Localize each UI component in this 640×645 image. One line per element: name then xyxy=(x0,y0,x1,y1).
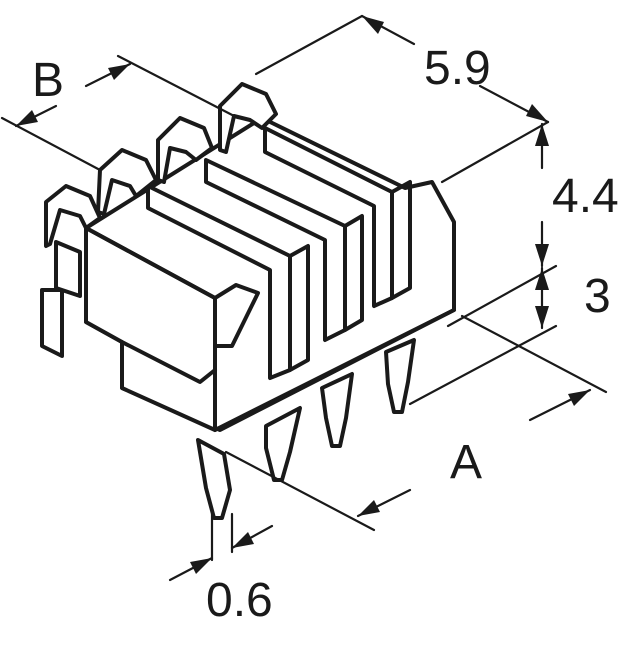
dim-span-arrow-left xyxy=(358,500,380,516)
latch-4 xyxy=(218,82,278,154)
body-front-lip xyxy=(120,340,217,384)
dimension-depth: B xyxy=(0,54,240,172)
dim-pin-arrow-left xyxy=(190,558,212,574)
divider-wall-1-edge xyxy=(288,244,310,372)
dim-depth-ext-top xyxy=(116,54,240,120)
dim-height-body-ext-bottom xyxy=(408,324,558,406)
dim-height-body-label: 3 xyxy=(584,270,611,323)
dim-span-arrow-right xyxy=(568,390,590,406)
divider-walls xyxy=(146,126,412,380)
dim-depth-ext-bottom xyxy=(0,116,102,172)
dim-height-total-arrow-bottom xyxy=(535,244,549,266)
dim-height-total-arrow-top xyxy=(535,124,549,146)
dim-span-ext-left xyxy=(224,450,376,532)
dim-pin-arrow-right xyxy=(232,532,254,548)
dimension-width: 5.9 xyxy=(254,14,550,184)
pin-3 xyxy=(320,372,354,448)
dimension-span: A xyxy=(224,314,608,532)
latch-2 xyxy=(96,148,158,216)
dim-depth-arrow-top xyxy=(108,64,130,80)
latch-1-post xyxy=(40,288,64,358)
dim-depth-arrow-bottom xyxy=(16,110,38,126)
dim-width-ext-left xyxy=(254,14,364,76)
pin-1 xyxy=(196,438,232,520)
dim-span-ext-right xyxy=(460,314,608,394)
dim-pin-label: 0.6 xyxy=(206,574,273,627)
dimension-height-total: 4.4 xyxy=(535,122,619,268)
pins xyxy=(196,338,416,520)
dim-depth-label: B xyxy=(32,54,64,107)
latch-1 xyxy=(44,184,102,248)
latch-3 xyxy=(156,116,214,184)
dim-height-body-ext-top xyxy=(446,264,558,328)
latches xyxy=(40,82,278,358)
dim-width-arrow-right xyxy=(526,104,548,122)
body-front-ridge xyxy=(84,226,260,348)
latch-1-stem xyxy=(54,240,82,298)
pin-4 xyxy=(384,338,416,414)
dimension-pin-width: 0.6 xyxy=(168,512,274,627)
divider-wall-3-edge xyxy=(390,180,412,300)
dim-span-label: A xyxy=(450,436,482,489)
dim-height-body-arrow-bottom xyxy=(535,306,549,328)
dim-width-arrow-left xyxy=(362,16,384,34)
dim-height-total-label: 4.4 xyxy=(552,170,619,223)
divider-wall-2-edge xyxy=(343,214,364,332)
dimension-height-body: 3 xyxy=(408,264,611,406)
dim-width-ext-right xyxy=(440,120,550,184)
body-right-face xyxy=(213,308,456,432)
dim-width-label: 5.9 xyxy=(424,42,491,95)
dim-height-body-arrow-top xyxy=(535,268,549,290)
pin-2 xyxy=(264,406,302,482)
